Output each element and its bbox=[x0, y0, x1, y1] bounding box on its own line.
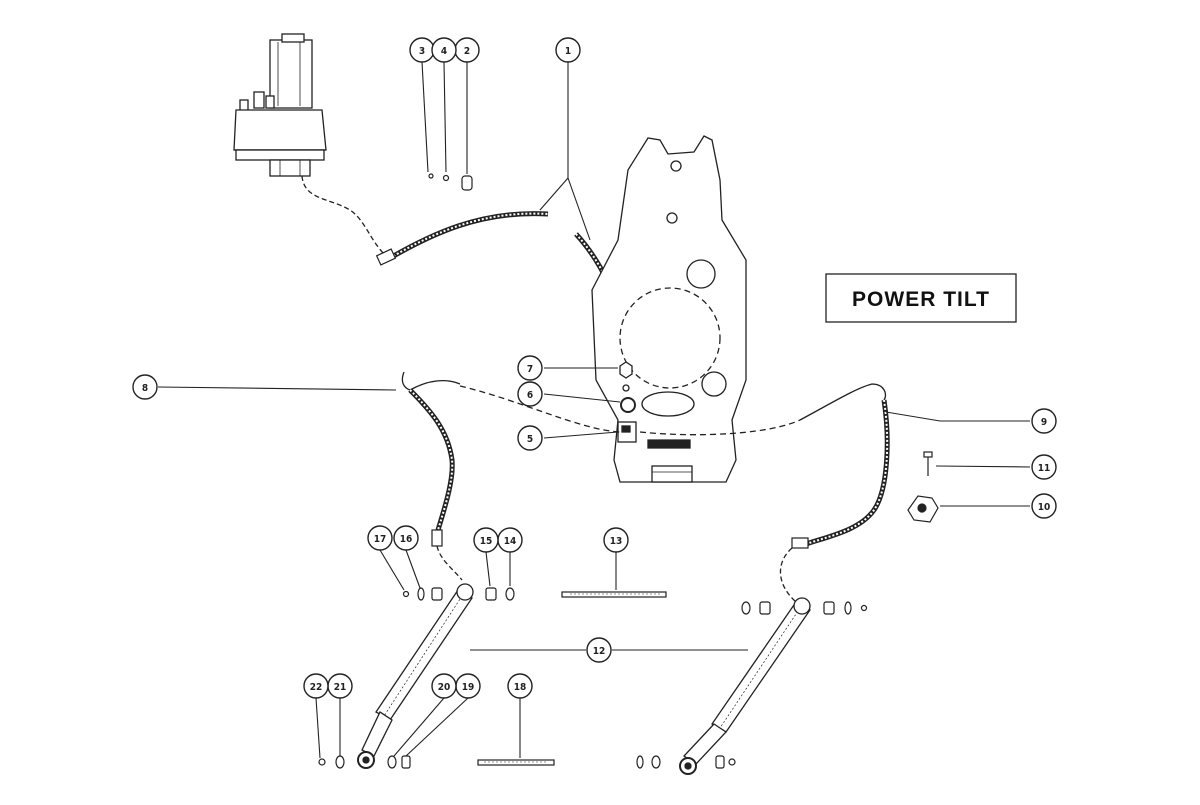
callout-circle bbox=[1031, 408, 1057, 434]
callout-circle bbox=[1031, 493, 1057, 519]
callout-circle bbox=[431, 673, 457, 699]
callout-circle bbox=[555, 37, 581, 63]
callout-7: 7 bbox=[517, 355, 543, 381]
leader-lines bbox=[157, 61, 1031, 759]
diagram-title: POWER TILT bbox=[852, 288, 990, 311]
callout-number: 3 bbox=[419, 46, 425, 57]
callout-number: 20 bbox=[438, 682, 451, 693]
callout-18: 18 bbox=[507, 673, 533, 699]
callout-number: 8 bbox=[142, 383, 148, 394]
callout-circle bbox=[586, 637, 612, 663]
hose-assembly-9 bbox=[639, 383, 890, 603]
washers-and-nuts bbox=[318, 587, 868, 769]
callout-circle bbox=[507, 673, 533, 699]
bolt-and-bracket-right bbox=[907, 451, 939, 523]
callout-circle bbox=[1031, 454, 1057, 480]
callout-5: 5 bbox=[517, 425, 543, 451]
callout-circle bbox=[367, 525, 393, 551]
callout-number: 10 bbox=[1038, 502, 1051, 513]
callout-number: 5 bbox=[527, 434, 533, 445]
callout-circle bbox=[517, 355, 543, 381]
callout-number: 6 bbox=[527, 390, 533, 401]
pump-motor-assembly bbox=[233, 33, 327, 177]
callout-8: 8 bbox=[132, 374, 158, 400]
callout-number: 17 bbox=[374, 534, 387, 545]
callout-number: 7 bbox=[527, 364, 533, 375]
callout-11: 11 bbox=[1031, 454, 1057, 480]
callout-3: 3 bbox=[409, 37, 435, 63]
callout-circle bbox=[603, 527, 629, 553]
callout-10: 10 bbox=[1031, 493, 1057, 519]
title-box: POWER TILT bbox=[825, 273, 1017, 323]
callout-21: 21 bbox=[327, 673, 353, 699]
callout-number: 18 bbox=[514, 682, 527, 693]
tilt-cylinder-left bbox=[357, 583, 474, 769]
callout-number: 19 bbox=[462, 682, 475, 693]
callout-number: 11 bbox=[1038, 463, 1051, 474]
callout-number: 13 bbox=[610, 536, 623, 547]
callout-19: 19 bbox=[455, 673, 481, 699]
transom-bracket bbox=[591, 135, 747, 483]
callout-circle bbox=[431, 37, 457, 63]
callout-17: 17 bbox=[367, 525, 393, 551]
callout-2: 2 bbox=[454, 37, 480, 63]
callout-circle bbox=[517, 425, 543, 451]
callout-15: 15 bbox=[473, 527, 499, 553]
callout-1: 1 bbox=[555, 37, 581, 63]
pins bbox=[477, 591, 667, 766]
small-parts-top bbox=[428, 173, 473, 191]
fittings-center bbox=[617, 361, 637, 443]
callout-number: 21 bbox=[334, 682, 347, 693]
callout-number: 16 bbox=[400, 534, 413, 545]
hose-assembly-8 bbox=[401, 371, 621, 581]
callout-6: 6 bbox=[517, 381, 543, 407]
tilt-cylinder-right bbox=[679, 597, 811, 775]
callout-4: 4 bbox=[431, 37, 457, 63]
callout-number: 15 bbox=[480, 536, 493, 547]
callout-20: 20 bbox=[431, 673, 457, 699]
callout-circle bbox=[473, 527, 499, 553]
callout-circle bbox=[517, 381, 543, 407]
callout-16: 16 bbox=[393, 525, 419, 551]
callout-13: 13 bbox=[603, 527, 629, 553]
callout-number: 2 bbox=[464, 46, 470, 57]
pump-hose-dashed bbox=[301, 175, 386, 256]
callout-number: 4 bbox=[441, 46, 447, 57]
callout-number: 9 bbox=[1041, 417, 1047, 428]
callout-circle bbox=[303, 673, 329, 699]
callout-circle bbox=[132, 374, 158, 400]
callout-number: 12 bbox=[593, 646, 606, 657]
callout-14: 14 bbox=[497, 527, 523, 553]
callout-9: 9 bbox=[1031, 408, 1057, 434]
callout-number: 14 bbox=[504, 536, 517, 547]
callout-number: 1 bbox=[565, 46, 571, 57]
callout-22: 22 bbox=[303, 673, 329, 699]
callout-circle bbox=[393, 525, 419, 551]
callout-number: 22 bbox=[310, 682, 323, 693]
callout-12: 12 bbox=[586, 637, 612, 663]
hose-assembly-1 bbox=[375, 211, 632, 355]
